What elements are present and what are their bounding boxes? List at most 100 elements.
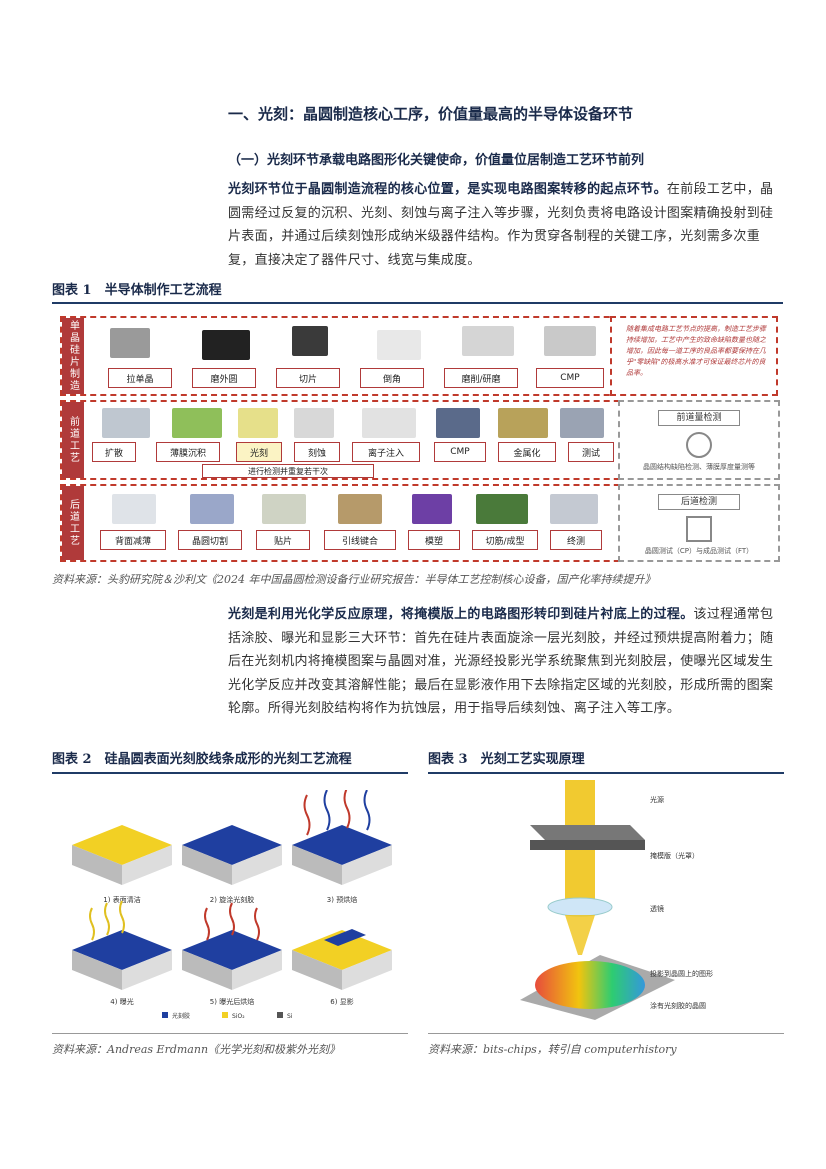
figure-2-title: 图表 2 硅晶圆表面光刻胶线条成形的光刻工艺流程 <box>52 752 352 767</box>
legend-swatch-resist <box>162 1012 168 1018</box>
final-test-image <box>550 494 598 524</box>
figure-3-title: 图表 3 光刻工艺实现原理 <box>428 752 585 767</box>
step-implant: 离子注入 <box>352 442 420 462</box>
implant-image <box>362 408 416 438</box>
target-icon <box>686 432 712 458</box>
front-inspection-box: 前道量检测 晶圆结构缺陷检测、薄膜厚度量测等 <box>618 400 780 480</box>
lens <box>547 897 613 917</box>
diffusion-image <box>102 408 150 438</box>
figure-1-title: 图表 1 半导体制作工艺流程 <box>52 283 222 298</box>
step-test: 测试 <box>568 442 614 462</box>
focused-beam <box>565 915 595 955</box>
step-grinding: 磨外圆 <box>192 368 256 388</box>
metallization-image <box>498 408 548 438</box>
cmp-image <box>436 408 480 438</box>
front-end-band: 前道工艺 扩散 薄膜沉积 光刻 刻蚀 离子注入 CMP 金属化 测试 进行检测并… <box>60 400 650 480</box>
wafer-step-5 <box>182 902 282 990</box>
step-etch: 刻蚀 <box>294 442 340 462</box>
step-cmp: CMP <box>536 368 604 388</box>
step-cmp-fe: CMP <box>434 442 486 462</box>
process-flow-diagram: 单晶硅片制造 拉单晶 磨外圆 切片 倒角 磨削/研磨 CMP 前道工艺 扩散 薄… <box>52 310 783 562</box>
step-die-attach: 贴片 <box>256 530 310 550</box>
label-light-source: 光源 <box>650 795 664 804</box>
section-heading: 一、光刻：晶圆制造核心工序，价值量最高的半导体设备环节 <box>228 105 634 123</box>
die-attach-image <box>262 494 306 524</box>
etch-image <box>294 408 334 438</box>
step-2-label: 2) 旋涂光刻胶 <box>210 895 254 904</box>
crystal-pulling-image <box>110 328 150 358</box>
figure-1-rule <box>52 302 783 304</box>
step-6-label: 6) 显影 <box>330 997 353 1006</box>
figure-1-source: 资料来源：头豹研究院＆沙利文《2024 年中国晶圆检测设备行业研究报告：半导体工… <box>52 573 656 586</box>
paragraph-1: 光刻环节位于晶圆制造流程的核心位置，是实现电路图案转移的起点环节。在前段工艺中，… <box>228 178 784 272</box>
label-coated-wafer: 涂有光刻胶的晶圆 <box>650 1001 706 1010</box>
figure-2-rule <box>52 772 408 774</box>
thinning-image <box>112 494 156 524</box>
lapping-image <box>462 326 514 356</box>
yield-note-box: 随着集成电路工艺节点的提高，制造工艺步骤持续增加，工艺中产生的致命缺陷数量也随之… <box>610 316 778 396</box>
band-label: 前道工艺 <box>62 402 84 478</box>
litho-process-svg: 1) 表面清洁 2) 旋涂光刻胶 3) 预烘焙 4) 曝光 5) 曝光后烘 <box>72 787 392 1020</box>
back-end-band: 后道工艺 背面减薄 晶圆切割 贴片 引线键合 模塑 切筋/成型 终测 <box>60 484 650 562</box>
wafer-manufacturing-band: 单晶硅片制造 拉单晶 磨外圆 切片 倒角 磨削/研磨 CMP <box>60 316 650 396</box>
step-thinning: 背面减薄 <box>100 530 166 550</box>
paragraph-2-body: 该过程通常包括涂胶、曝光和显影三大环节：首先在硅片表面旋涂一层光刻胶，并经过预烘… <box>228 607 774 716</box>
back-inspection-title: 后道检测 <box>658 494 740 510</box>
step-3-label: 3) 预烘焙 <box>327 895 357 904</box>
paragraph-2-lead: 光刻是利用光化学反应原理，将掩模版上的电路图形转印到硅片衬底上的过程。 <box>228 607 694 622</box>
step-trim-form: 切筋/成型 <box>472 530 538 550</box>
paragraph-1-body: 在前段工艺中，晶圆需经过反复的沉积、光刻、刻蚀与离子注入等步骤，光刻负责将电路设… <box>228 182 774 268</box>
deposition-image <box>172 408 222 438</box>
repeat-loop-label: 进行检测并重复若干次 <box>202 464 374 478</box>
trim-form-image <box>476 494 528 524</box>
band-label: 单晶硅片制造 <box>62 318 84 394</box>
step-dicing: 晶圆切割 <box>178 530 242 550</box>
step-chamfer: 倒角 <box>360 368 424 388</box>
step-4-label: 4) 曝光 <box>110 997 133 1006</box>
ingot-image <box>292 326 328 356</box>
legend-swatch-sio2 <box>222 1012 228 1018</box>
wire-bond-image <box>338 494 382 524</box>
figure-3-bottom-rule <box>428 1033 784 1034</box>
litho-principle-svg: 光源 掩模版（光罩） 透镜 投影到晶圆上的图形 涂有光刻胶的晶圆 <box>520 780 713 1020</box>
label-lens: 透镜 <box>650 904 664 913</box>
step-deposition: 薄膜沉积 <box>156 442 220 462</box>
step-molding: 模塑 <box>408 530 460 550</box>
legend-swatch-si <box>277 1012 283 1018</box>
band-label: 后道工艺 <box>62 486 84 560</box>
mask-plate <box>530 825 645 840</box>
front-inspection-title: 前道量检测 <box>658 410 740 426</box>
step-crystal-pulling: 拉单晶 <box>108 368 172 388</box>
subsection-heading: （一）光刻环节承载电路图形化关键使命，价值量位居制造工艺环节前列 <box>228 153 645 168</box>
legend-sio2: SiO₂ <box>232 1013 245 1020</box>
step-1-label: 1) 表面清洁 <box>103 895 140 904</box>
test-image <box>560 408 604 438</box>
back-inspection-box: 后道检测 晶圆测试（CP）与成品测试（FT） <box>618 484 780 562</box>
wafer-step-4 <box>72 900 172 990</box>
lithography-image <box>238 408 278 438</box>
back-inspection-desc: 晶圆测试（CP）与成品测试（FT） <box>644 547 754 555</box>
label-mask: 掩模版（光罩） <box>650 851 699 860</box>
step-lapping: 磨削/研磨 <box>444 368 518 388</box>
litho-process-figure: 1) 表面清洁 2) 旋涂光刻胶 3) 预烘焙 4) 曝光 5) 曝光后烘 <box>62 787 402 1025</box>
step-wire-bond: 引线键合 <box>324 530 396 550</box>
mask-plate-side <box>530 840 645 850</box>
step-5-label: 5) 曝光后烘焙 <box>210 997 254 1006</box>
figure-2-source: 资料来源：Andreas Erdmann《光学光刻和极紫外光刻》 <box>52 1043 341 1056</box>
molding-image <box>412 494 452 524</box>
wafer-step-1 <box>72 825 172 885</box>
label-projected-pattern: 投影到晶圆上的图形 <box>650 969 713 978</box>
figure-3-rule <box>428 772 784 774</box>
step-final-test: 终测 <box>550 530 602 550</box>
front-inspection-desc: 晶圆结构缺陷检测、薄膜厚度量测等 <box>643 463 755 471</box>
wafer-step-3 <box>292 787 392 885</box>
chip-icon <box>686 516 712 542</box>
grinding-image <box>202 330 250 360</box>
step-lithography: 光刻 <box>236 442 282 462</box>
figure-2-bottom-rule <box>52 1033 408 1034</box>
legend-resist: 光刻胶 <box>172 1012 190 1020</box>
wafer-step-6 <box>292 929 392 990</box>
chamfer-image <box>377 330 421 360</box>
cmp-image <box>544 326 596 356</box>
legend-si: Si <box>287 1013 293 1020</box>
